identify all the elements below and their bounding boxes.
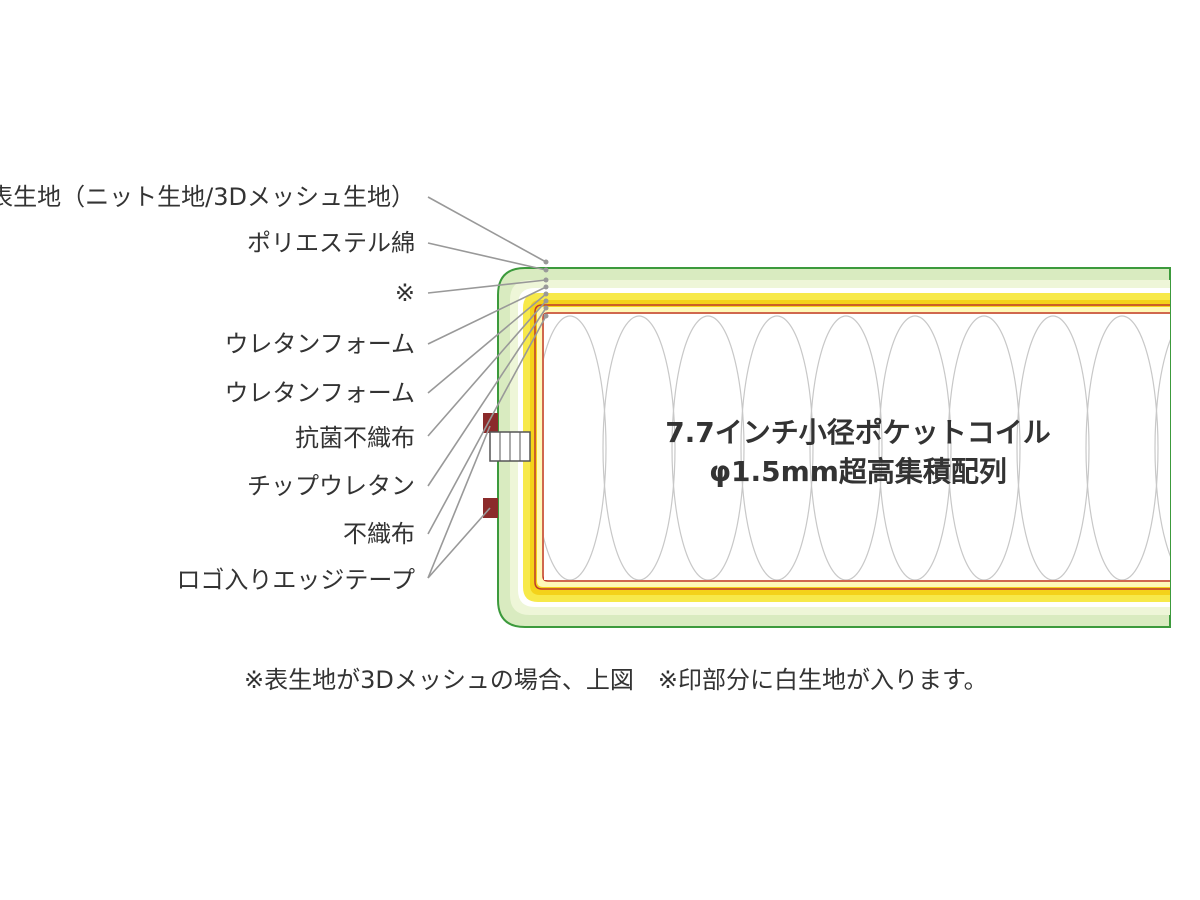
leader-line-edge-tape-bottom	[427, 507, 491, 579]
leader-line-urethane-2	[427, 293, 547, 394]
pocket-coil	[544, 315, 607, 580]
leader-line-antibacterial	[427, 300, 547, 437]
leader-line-outer-fabric	[427, 196, 547, 263]
label-urethane-foam-2: ウレタンフォーム	[224, 379, 415, 407]
leader-dot	[543, 291, 549, 297]
leader-dot	[543, 284, 549, 290]
label-nonwoven: 不織布	[343, 520, 415, 548]
pocket-coil	[602, 315, 676, 580]
coil-area	[544, 314, 1170, 580]
layer-labels: 表生地（ニット生地/3Dメッシュ生地） ポリエステル綿 ※ ウレタンフォーム ウ…	[0, 183, 415, 594]
leader-dots	[543, 259, 549, 319]
leader-dot	[543, 305, 549, 311]
label-asterisk: ※	[395, 279, 415, 307]
pocket-coil	[809, 315, 883, 580]
label-urethane-foam-1: ウレタンフォーム	[224, 330, 415, 358]
pocket-coil	[1085, 315, 1159, 580]
edge-tape-bottom	[483, 498, 498, 518]
edge-tape-top	[483, 413, 498, 433]
label-antibacterial-nonwoven: 抗菌不織布	[295, 424, 415, 452]
leader-lines	[427, 196, 547, 579]
label-polyester-wadding: ポリエステル綿	[247, 229, 415, 257]
leader-dot	[543, 313, 549, 319]
logo-edge-tape	[483, 413, 531, 518]
antibacterial-nonwoven-line	[534, 304, 1170, 590]
leader-line-white-fabric	[427, 279, 547, 294]
label-outer-fabric: 表生地（ニット生地/3Dメッシュ生地）	[0, 183, 415, 211]
label-chip-urethane: チップウレタン	[247, 472, 415, 500]
leader-line-chip-urethane	[427, 307, 547, 487]
pocket-coil	[878, 315, 952, 580]
pocket-coil	[947, 315, 1021, 580]
footnote: ※表生地が3Dメッシュの場合、上図 ※印部分に白生地が入ります。	[244, 666, 988, 694]
nonwoven-line	[542, 312, 1170, 582]
pocket-coil	[1016, 315, 1090, 580]
leader-line-polyester	[427, 242, 547, 271]
pocket-coils	[544, 315, 1170, 580]
pocket-coil	[671, 315, 745, 580]
leader-dot	[543, 267, 549, 273]
coil-description-line-2: φ1.5mm超高集積配列	[709, 455, 1007, 488]
leader-dot	[543, 298, 549, 304]
coil-description: 7.7インチ小径ポケットコイル φ1.5mm超高集積配列	[665, 416, 1051, 488]
leader-dot	[543, 259, 549, 265]
label-logo-edge-tape: ロゴ入りエッジテープ	[176, 566, 415, 594]
leader-line-nonwoven	[427, 315, 547, 535]
coil-description-line-1: 7.7インチ小径ポケットコイル	[665, 416, 1051, 449]
leader-dot	[543, 277, 549, 283]
pocket-coil	[1154, 339, 1170, 557]
leader-line-urethane-1	[427, 286, 547, 345]
leader-line-edge-tape-top	[427, 425, 491, 579]
pocket-coil	[740, 315, 814, 580]
